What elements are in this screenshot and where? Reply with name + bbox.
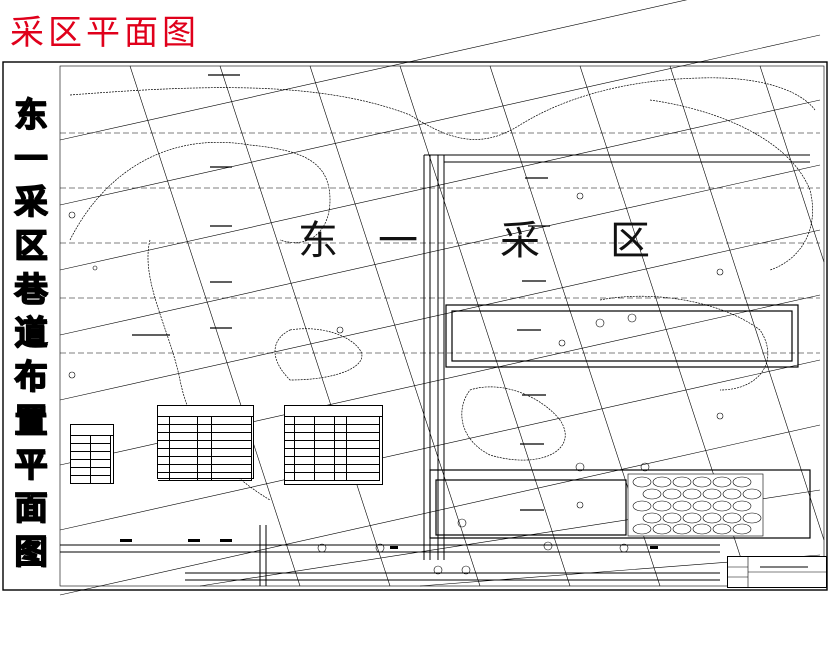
survey-points <box>68 192 724 575</box>
title-char: 一 <box>14 138 49 178</box>
title-char: 道 <box>14 313 49 353</box>
drawing-frame <box>2 61 828 591</box>
drawing-inner-frame <box>59 65 825 587</box>
legend-table <box>70 424 114 484</box>
area-label-char: 一 <box>378 218 418 264</box>
drawing-title-vertical: 东 一 采 区 巷 道 布 置 平 面 图 <box>8 95 54 571</box>
title-block-grid <box>728 557 826 587</box>
title-char: 东 <box>14 95 49 134</box>
equipment-table <box>157 405 254 481</box>
title-char: 区 <box>14 226 49 266</box>
area-label-char: 东 <box>298 218 338 264</box>
roadways <box>60 154 810 586</box>
title-char: 巷 <box>14 269 49 309</box>
title-char: 采 <box>14 182 49 222</box>
legend-table-header <box>71 425 113 436</box>
page-heading: 采区平面图 <box>10 13 200 53</box>
goaf-pattern <box>627 473 764 537</box>
area-label-char: 采 <box>500 218 540 264</box>
title-char: 面 <box>14 488 49 528</box>
title-char: 置 <box>14 400 49 440</box>
title-char: 平 <box>14 444 49 484</box>
track-markers <box>120 539 658 549</box>
title-char: 图 <box>14 531 49 571</box>
area-label-char: 区 <box>610 218 650 264</box>
boundary-dashed-lines <box>60 132 820 354</box>
working-faces <box>429 304 811 539</box>
annotation-marks <box>132 74 550 511</box>
equipment-table-header <box>158 406 253 417</box>
contour-lines <box>69 77 816 501</box>
facilities-table-header <box>285 406 382 417</box>
title-char: 布 <box>14 357 49 397</box>
drawing-title-block <box>727 556 827 588</box>
facilities-table <box>284 405 383 485</box>
